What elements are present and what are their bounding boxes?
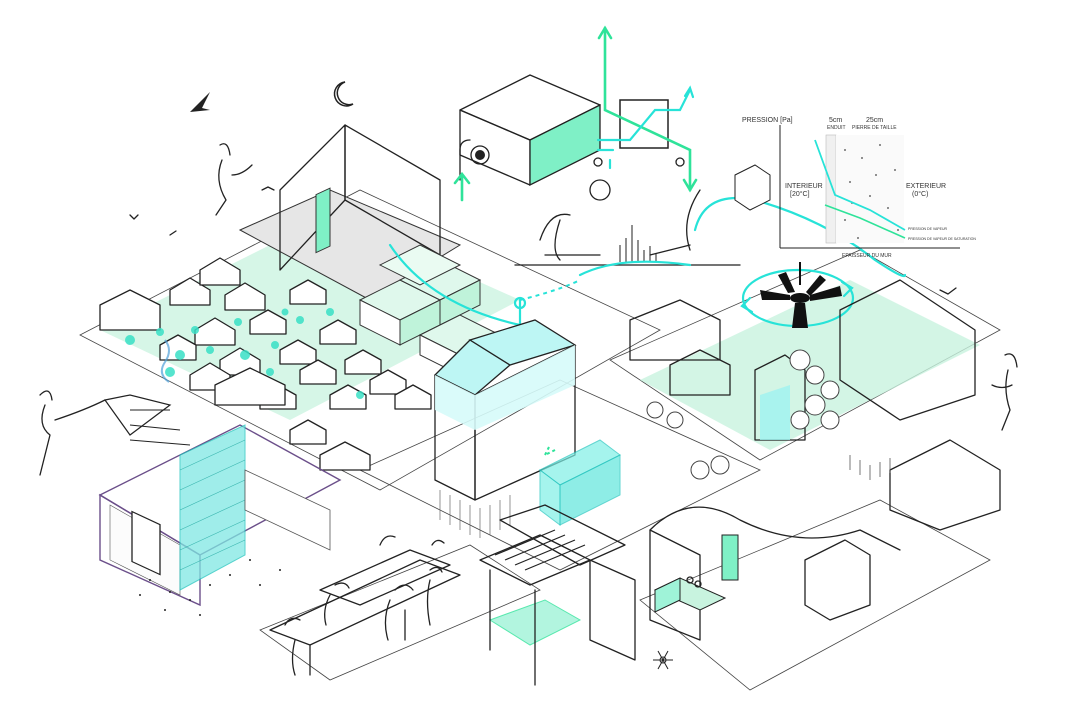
interior-label: INTERIEUR (785, 183, 823, 190)
legend-saturation: PRESSION DE VAPEUR DE SATURATION (908, 237, 976, 241)
resting-figures (514, 179, 741, 301)
legend-vapor: PRESSION DE VAPEUR (908, 227, 948, 231)
layer2-material: PIERRE DE TAILLE (852, 125, 897, 131)
ventilation-unit (453, 74, 601, 202)
wall-section (98, 424, 342, 616)
layer2-thickness: 25cm (866, 117, 883, 124)
chart-x-label: EPAISSEUR DU MUR (842, 253, 892, 259)
person-figure-topleft (215, 143, 253, 216)
meeting-scene (269, 535, 461, 676)
layer1-material: ENDUIT (827, 125, 846, 131)
exterior-temp: (0°C) (912, 190, 928, 198)
person-figure-left (39, 390, 106, 476)
exterior-label: EXTERIEUR (906, 183, 946, 190)
person-figure-right (991, 353, 1018, 431)
right-street (629, 279, 1001, 531)
vapor-pressure-chart: PRESSION [Pa] 5cm ENDUIT 25cm PIERRE DE … (742, 117, 976, 259)
ceiling-fan-icon (740, 262, 855, 328)
snowflake-icon (653, 650, 673, 670)
pergola (479, 504, 636, 686)
chart-y-label: PRESSION [Pa] (742, 117, 793, 124)
hexagon-pattern-icon (734, 164, 771, 211)
moon-icon (333, 81, 354, 107)
bird-icon (129, 92, 957, 295)
sun-rays-icon (103, 394, 191, 446)
central-house (433, 319, 621, 538)
layer1-thickness: 5cm (829, 117, 842, 124)
village-houses (99, 257, 432, 471)
interior-temp: [20°C] (790, 190, 810, 198)
kitchen-room (649, 506, 901, 641)
heat-exchanger-diagram (593, 25, 698, 193)
